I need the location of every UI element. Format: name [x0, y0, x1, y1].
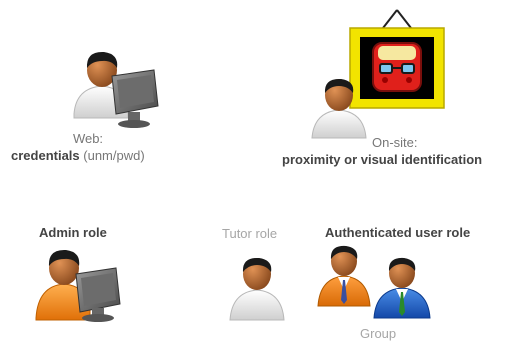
- admin-user-computer-icon: [35, 249, 121, 322]
- admin-role-label: Admin role: [39, 225, 107, 240]
- web-credentials-bold: credentials: [11, 148, 80, 163]
- onsite-title: On-site:: [372, 135, 418, 150]
- web-title: Web:: [72, 131, 104, 146]
- group-label: Group: [360, 326, 397, 341]
- tutor-role-label: Tutor role: [222, 226, 278, 241]
- authenticated-role-label: Authenticated user role: [325, 225, 471, 240]
- web-credentials-rest: (unm/pwd): [79, 148, 145, 163]
- group-users-icon: [317, 245, 431, 319]
- framed-badge-icon: [349, 9, 445, 109]
- onsite-user-icon: [311, 78, 367, 139]
- web-user-computer-icon: [73, 51, 159, 128]
- web-credentials-label: credentials (unm/pwd): [11, 148, 145, 163]
- tutor-user-icon: [229, 257, 285, 321]
- onsite-subtitle: proximity or visual identification: [282, 152, 483, 167]
